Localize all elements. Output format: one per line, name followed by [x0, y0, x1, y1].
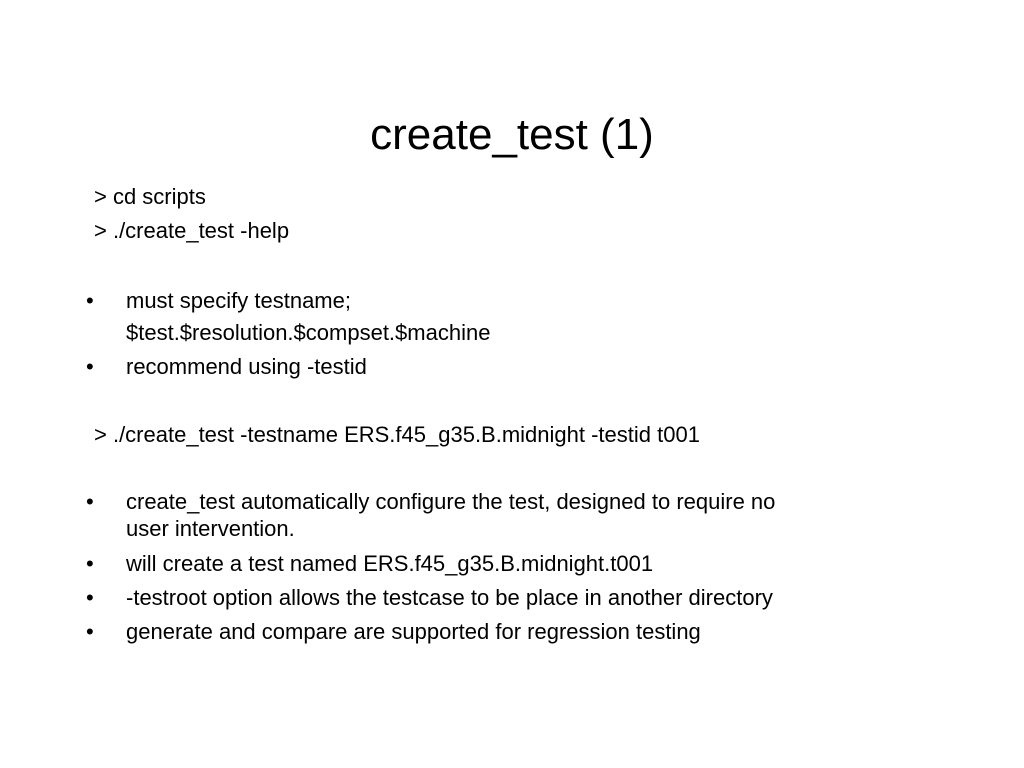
bullet-text-continued: user intervention.: [126, 516, 295, 541]
bullet-text: generate and compare are supported for r…: [126, 619, 701, 644]
bullet-text: -testroot option allows the testcase to …: [126, 585, 773, 610]
slide-title: create_test (1): [370, 110, 654, 159]
command-cd-scripts: > cd scripts: [94, 184, 206, 209]
command-create-test-help: > ./create_test -help: [94, 218, 290, 243]
bullet-glyph: •: [86, 288, 94, 313]
bullet-text: will create a test named ERS.f45_g35.B.m…: [126, 551, 654, 576]
bullet-glyph: •: [86, 551, 94, 576]
bullet-glyph: •: [86, 585, 94, 610]
bullet-text: create_test automatically configure the …: [126, 489, 776, 514]
bullet-glyph: •: [86, 354, 94, 379]
bullet-glyph: •: [86, 619, 94, 644]
bullet-text-continued: $test.$resolution.$compset.$machine: [126, 320, 491, 345]
bullet-text: must specify testname;: [126, 288, 351, 313]
bullet-text: recommend using -testid: [126, 354, 367, 379]
bullet-glyph: •: [86, 489, 94, 514]
command-create-test-testname: > ./create_test -testname ERS.f45_g35.B.…: [94, 422, 700, 447]
